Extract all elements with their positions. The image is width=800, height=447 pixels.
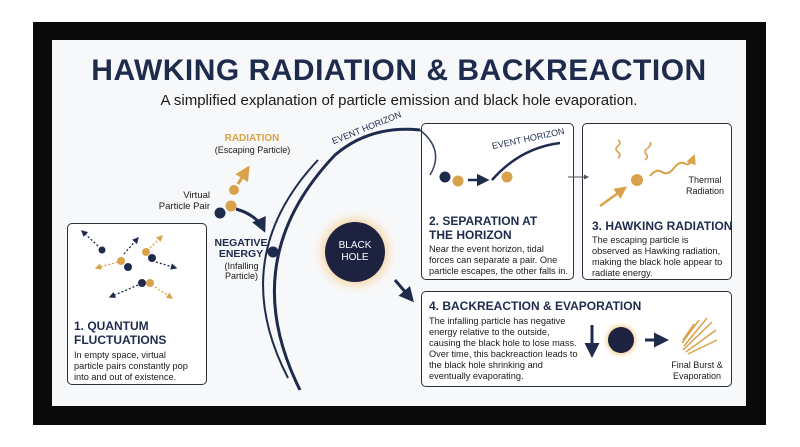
panel2-body-2: forces can separate a pair. One [429, 255, 558, 265]
panel2-body-1: Near the event horizon, tidal [429, 244, 544, 254]
thermal-radiation-label-2: Radiation [685, 186, 725, 196]
black-hole-body [325, 222, 385, 282]
infall-curve-arrow [235, 207, 266, 233]
event-horizon-arc-outer [272, 127, 421, 391]
panel4-title: 4. BACKREACTION & EVAPORATION [429, 299, 642, 313]
panel4-black-hole [608, 327, 634, 353]
panel2-gold-particle-b [501, 171, 513, 183]
page-subtitle: A simplified explanation of particle emi… [160, 92, 638, 109]
panel2-title-1: 2. SEPARATION AT [429, 214, 538, 228]
virtual-pair-label-1: Virtual [183, 190, 210, 201]
infalling-particle [267, 246, 279, 258]
final-burst-rays [681, 317, 718, 355]
event-horizon-arc-inner [262, 159, 319, 379]
black-hole-label-2: HOLE [341, 252, 369, 263]
panel3-body-2: observed as Hawking radiation, [592, 246, 721, 256]
panel4-body-1: The infalling particle has negative [429, 316, 566, 326]
virtual-particle-navy [214, 207, 226, 219]
negative-energy-label-2: ENERGY [218, 248, 264, 260]
panel4-body-2: energy relative to the outside, [429, 327, 550, 337]
panel1-body-2: particle pairs constantly pop [74, 361, 188, 371]
thermal-radiation-label-1: Thermal [688, 175, 722, 185]
radiation-arrow [235, 165, 250, 185]
final-burst-label-1: Final Burst & [671, 360, 723, 370]
panel-separation [421, 123, 574, 280]
page-title: HAWKING RADIATION & BACKREACTION [91, 54, 707, 87]
fluctuation-pairs [81, 230, 178, 299]
panel2-gold-particle-a [452, 175, 464, 187]
panel-backreaction [421, 291, 732, 387]
radiation-label: RADIATION [224, 133, 280, 144]
wavy-radiation-1 [615, 139, 621, 159]
bh-to-panel4-arrow [393, 279, 414, 303]
panel1-body-3: into and out of existence. [74, 372, 177, 382]
panel2-title-2: THE HORIZON [429, 228, 512, 242]
panel4-body-3: causing the black hole to lose mass. [429, 338, 577, 348]
virtual-pair-label-2: Particle Pair [158, 201, 210, 212]
panel4-body-5: the black hole shrinking and [429, 360, 543, 370]
virtual-particle-gold-top [229, 185, 239, 195]
panel3-arrow [599, 186, 628, 208]
panel3-body-4: radiate energy. [592, 268, 653, 278]
panel1-title-2: FLUCTUATIONS [74, 333, 167, 347]
negative-energy-label-1: NEGATIVE [214, 237, 268, 249]
panel2-navy-particle [439, 171, 451, 183]
panel4-body-6: eventually evaporating. [429, 371, 524, 381]
infalling-label-1: (Infalling [224, 261, 259, 271]
panel1-title-1: 1. QUANTUM [74, 319, 149, 333]
wavy-radiation-2 [644, 141, 652, 161]
escaping-particle-label: (Escaping Particle) [214, 145, 291, 155]
panel3-title: 3. HAWKING RADIATION [592, 219, 733, 233]
event-horizon-arc-tail [419, 129, 437, 176]
panel3-body-3: making the black hole appear to [592, 257, 723, 267]
final-burst-label-2: Evaporation [672, 371, 722, 381]
panel-quantum-fluctuations [67, 223, 207, 385]
black-hole-label-1: BLACK [338, 240, 372, 251]
infalling-label-2: Particle) [224, 271, 258, 281]
thermal-wave-arrow [649, 154, 696, 177]
panel3-gold-particle [631, 174, 643, 186]
panel3-body-1: The escaping particle is [592, 235, 689, 245]
panel2-body-3: particle escapes, the other falls in. [429, 266, 568, 276]
panel2-horizon-curve [491, 141, 561, 181]
panel1-body-1: In empty space, virtual [74, 350, 166, 360]
virtual-particle-gold [225, 200, 237, 212]
panel4-body-4: Over time, this backreaction leads to [429, 349, 578, 359]
